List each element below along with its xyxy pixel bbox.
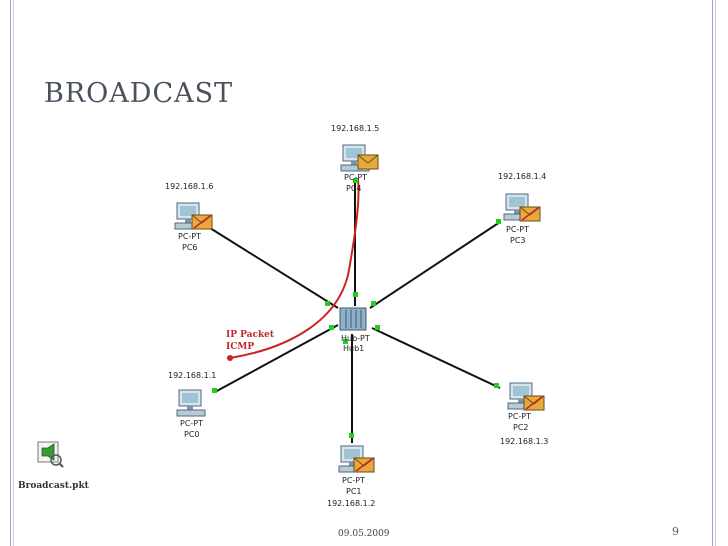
hub-icon (339, 307, 367, 331)
hub-node[interactable]: Hub-PT Hub1 (339, 307, 370, 353)
slide-border-left (10, 0, 11, 546)
pc2-ip: 192.168.1.3 (500, 437, 548, 446)
envelope-rejected-icon (191, 214, 213, 230)
slide-border-right-inner (715, 0, 716, 546)
slide-title: BROADCAST (44, 78, 234, 109)
pc4-name: PC4 (346, 184, 362, 193)
pc2-type: PC-PT (508, 412, 531, 421)
pc0-node[interactable]: 192.168.1.1 PC-PT PC0 (168, 371, 216, 439)
envelope-icon (357, 154, 379, 170)
computer-icon (176, 389, 206, 417)
links (209, 180, 501, 443)
link-pc2 (371, 327, 501, 389)
annotation-line1: IP Packet (226, 330, 275, 340)
pc1-node[interactable]: PC-PT PC1 192.168.1.2 (327, 445, 375, 508)
slide-border-left-inner (13, 0, 14, 546)
pc3-ip: 192.168.1.4 (498, 172, 546, 181)
hub-name-label: Hub1 (343, 344, 364, 353)
pc3-name: PC3 (510, 236, 526, 245)
pc4-node[interactable]: 192.168.1.5 PC-PT PC4 (331, 124, 379, 193)
link-pc0 (214, 324, 339, 393)
pc1-name: PC1 (346, 487, 362, 496)
pc2-node[interactable]: PC-PT PC2 192.168.1.3 (500, 382, 548, 446)
pc0-ip: 192.168.1.1 (168, 371, 216, 380)
link-pc6 (209, 227, 339, 309)
pc3-type: PC-PT (506, 225, 529, 234)
packet-origin-dot (227, 355, 233, 361)
pc6-type: PC-PT (178, 232, 201, 241)
file-icon[interactable] (37, 441, 64, 468)
pc1-ip: 192.168.1.2 (327, 499, 375, 508)
pc0-name: PC0 (184, 430, 200, 439)
file-label[interactable]: Broadcast.pkt (18, 481, 89, 491)
pc1-type: PC-PT (342, 476, 365, 485)
link-status-lights (212, 178, 501, 438)
pc4-ip: 192.168.1.5 (331, 124, 379, 133)
pc3-node[interactable]: 192.168.1.4 PC-PT PC3 (498, 172, 546, 245)
annotation-line2: ICMP (226, 342, 254, 352)
hub-type-label: Hub-PT (341, 334, 370, 343)
envelope-rejected-icon (519, 206, 541, 222)
pc0-type: PC-PT (180, 419, 203, 428)
page-number: 9 (672, 525, 679, 538)
envelope-rejected-icon (523, 395, 545, 411)
link-pc3 (369, 221, 501, 309)
pc2-name: PC2 (513, 423, 529, 432)
pc6-node[interactable]: 192.168.1.6 PC-PT PC6 (165, 182, 213, 252)
pc6-name: PC6 (182, 243, 198, 252)
pc6-ip: 192.168.1.6 (165, 182, 213, 191)
pc4-type: PC-PT (344, 173, 367, 182)
packet-path (229, 179, 360, 359)
envelope-rejected-icon (353, 457, 375, 473)
slide-date: 09.05.2009 (338, 529, 390, 539)
slide-border-right (712, 0, 713, 546)
